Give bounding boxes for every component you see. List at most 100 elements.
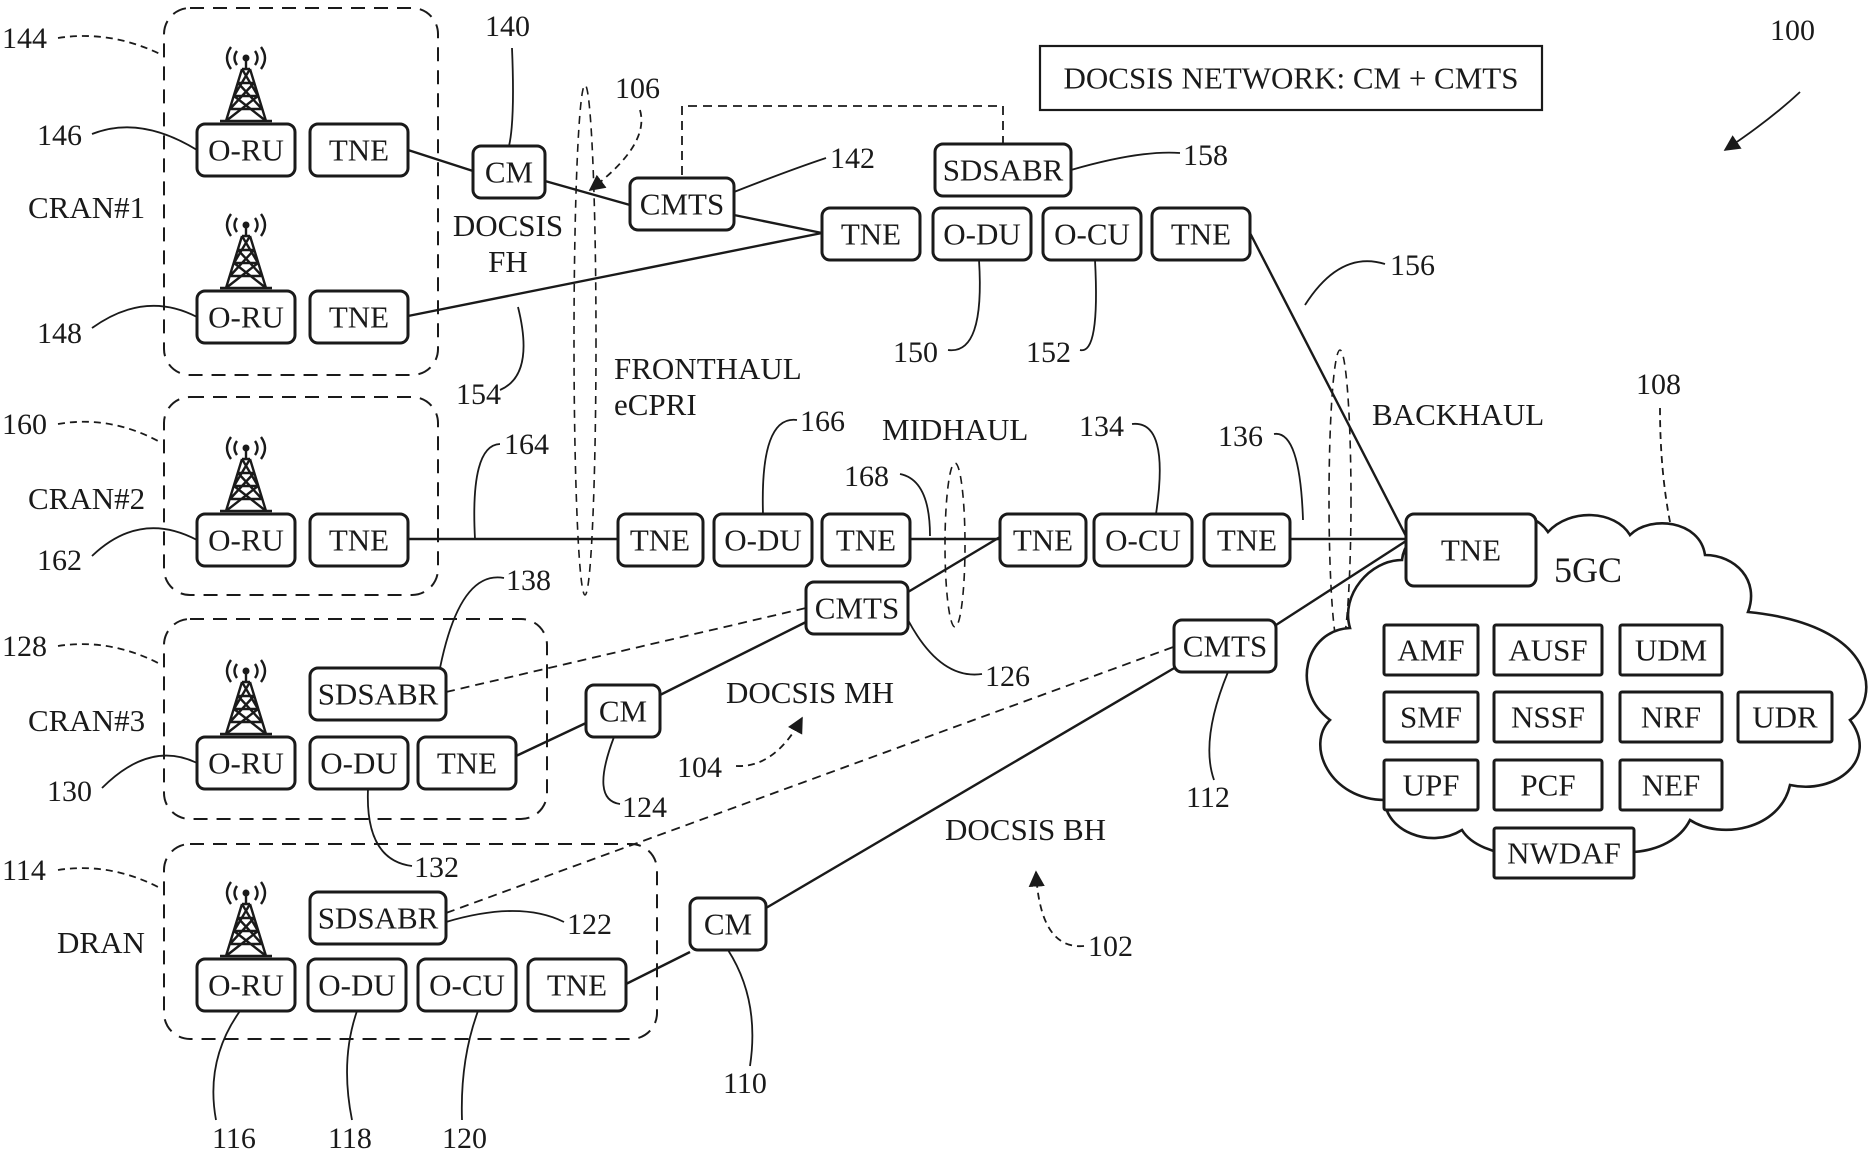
ref-158: 158 [1183, 139, 1228, 172]
5gc-label: 5GC [1554, 550, 1622, 590]
ref-120: 120 [442, 1122, 487, 1155]
node-label: CMTS [640, 187, 724, 222]
node-label: CM [704, 907, 752, 942]
cran1-label: CRAN#1 [28, 190, 145, 225]
ref-112: 112 [1186, 781, 1230, 814]
dran-oru: O-RU [195, 957, 297, 1013]
cran1-tne-hub: TNE [820, 206, 922, 262]
backhaul-ellipse [1328, 349, 1352, 651]
cran2-odu: O-DU [712, 512, 814, 568]
ref-108: 108 [1636, 368, 1681, 401]
node-label: TNE [329, 133, 389, 168]
node-label: TNE [329, 300, 389, 335]
core-fn-label: SMF [1400, 700, 1462, 735]
cran2-tne: TNE [308, 512, 410, 568]
core-fn-label: AUSF [1508, 633, 1587, 668]
links [407, 105, 1410, 986]
node-label: CM [485, 155, 533, 190]
ref-114: 114 [2, 854, 46, 887]
cran2-group [163, 396, 439, 596]
ref-156: 156 [1390, 249, 1435, 282]
midhaul-label: MIDHAUL [882, 412, 1028, 447]
cran3-cm: CM [584, 683, 662, 739]
node-label: CMTS [1183, 629, 1267, 664]
dran-ocu: O-CU [416, 957, 518, 1013]
ref-160: 160 [2, 408, 47, 441]
node-label: O-RU [208, 133, 284, 168]
core-fn-upf: UPF [1382, 758, 1480, 812]
node-label: TNE [630, 523, 690, 558]
ref-152: 152 [1026, 336, 1071, 369]
ref-168: 168 [844, 460, 889, 493]
cran1-oru-top: O-RU [195, 122, 297, 178]
node-label: CM [599, 694, 647, 729]
core-fn-pcf: PCF [1492, 758, 1604, 812]
ref-166: 166 [800, 405, 845, 438]
node-label: TNE [1217, 523, 1277, 558]
core-fn-label: UDM [1635, 633, 1707, 668]
ref-140: 140 [485, 10, 530, 43]
node-label: O-CU [1105, 523, 1181, 558]
core-fn-udr: UDR [1736, 690, 1834, 744]
node-label: O-RU [208, 968, 284, 1003]
core-fn-label: PCF [1520, 768, 1575, 803]
docsis-bh-label: DOCSIS BH [945, 812, 1106, 847]
cran2-ocu: O-CU [1092, 512, 1194, 568]
node-label: O-CU [1054, 217, 1130, 252]
antenna-tower-icon [218, 435, 274, 513]
cran1-sdsabr: SDSABR [933, 142, 1073, 198]
backhaul-cmts: CMTS [1172, 618, 1278, 674]
node-label: O-DU [318, 968, 396, 1003]
cran1-tne-top: TNE [308, 122, 410, 178]
fronthaul-ellipse [573, 84, 597, 596]
node-label: TNE [836, 523, 896, 558]
backhaul-label: BACKHAUL [1372, 397, 1544, 432]
cran2-oru: O-RU [195, 512, 297, 568]
core-functions: AMF AUSF UDM SMF NSSF NRF UDR UPF PCF NE… [1382, 623, 1834, 880]
ref-104: 104 [677, 751, 722, 784]
ref-154: 154 [456, 378, 501, 411]
node-label: TNE [329, 523, 389, 558]
cran2-label: CRAN#2 [28, 481, 145, 516]
docsis-fh-label-2: FH [488, 244, 528, 279]
core-fn-ausf: AUSF [1492, 623, 1604, 677]
docsis-fh-label: DOCSIS [453, 208, 563, 243]
core-fn-label: UDR [1752, 700, 1818, 735]
node-label: TNE [841, 217, 901, 252]
ref-116: 116 [212, 1122, 256, 1155]
reference-numerals: 100 144 140 106 146 142 158 148 154 156 … [2, 10, 1815, 1155]
docsis-mh-label: DOCSIS MH [726, 675, 894, 710]
node-label: TNE [1441, 533, 1501, 568]
ref-110: 110 [723, 1067, 767, 1100]
midhaul-cmts: CMTS [804, 580, 910, 636]
cran3-group [163, 618, 548, 820]
ref-146: 146 [37, 119, 82, 152]
cran2-tne-fh: TNE [616, 512, 705, 568]
ref-164: 164 [504, 428, 549, 461]
ref-142: 142 [830, 142, 875, 175]
ref-100: 100 [1770, 14, 1815, 47]
node-label: O-DU [943, 217, 1021, 252]
cran1-ocu: O-CU [1041, 206, 1143, 262]
core-fn-label: NWDAF [1507, 836, 1621, 871]
cran1-tne-uplink: TNE [1150, 206, 1252, 262]
node-label: TNE [1013, 523, 1073, 558]
node-label: O-DU [724, 523, 802, 558]
fronthaul-label: FRONTHAUL [614, 351, 802, 386]
antenna-tower-icon [218, 880, 274, 958]
core-fn-label: UPF [1403, 768, 1460, 803]
title-box: DOCSIS NETWORK: CM + CMTS [1038, 44, 1544, 112]
core-fn-smf: SMF [1382, 690, 1480, 744]
ref-132: 132 [414, 851, 459, 884]
ref-144: 144 [2, 22, 47, 55]
ref-126: 126 [985, 660, 1030, 693]
cran2-tne-mh: TNE [998, 512, 1088, 568]
cran2-tne-du: TNE [820, 512, 912, 568]
node-label: SDSABR [943, 153, 1064, 188]
ref-150: 150 [893, 336, 938, 369]
core-fn-nef: NEF [1618, 758, 1724, 812]
ref-124: 124 [622, 791, 667, 824]
ref-138: 138 [506, 564, 551, 597]
dran-label: DRAN [57, 925, 145, 960]
node-label: O-RU [208, 300, 284, 335]
